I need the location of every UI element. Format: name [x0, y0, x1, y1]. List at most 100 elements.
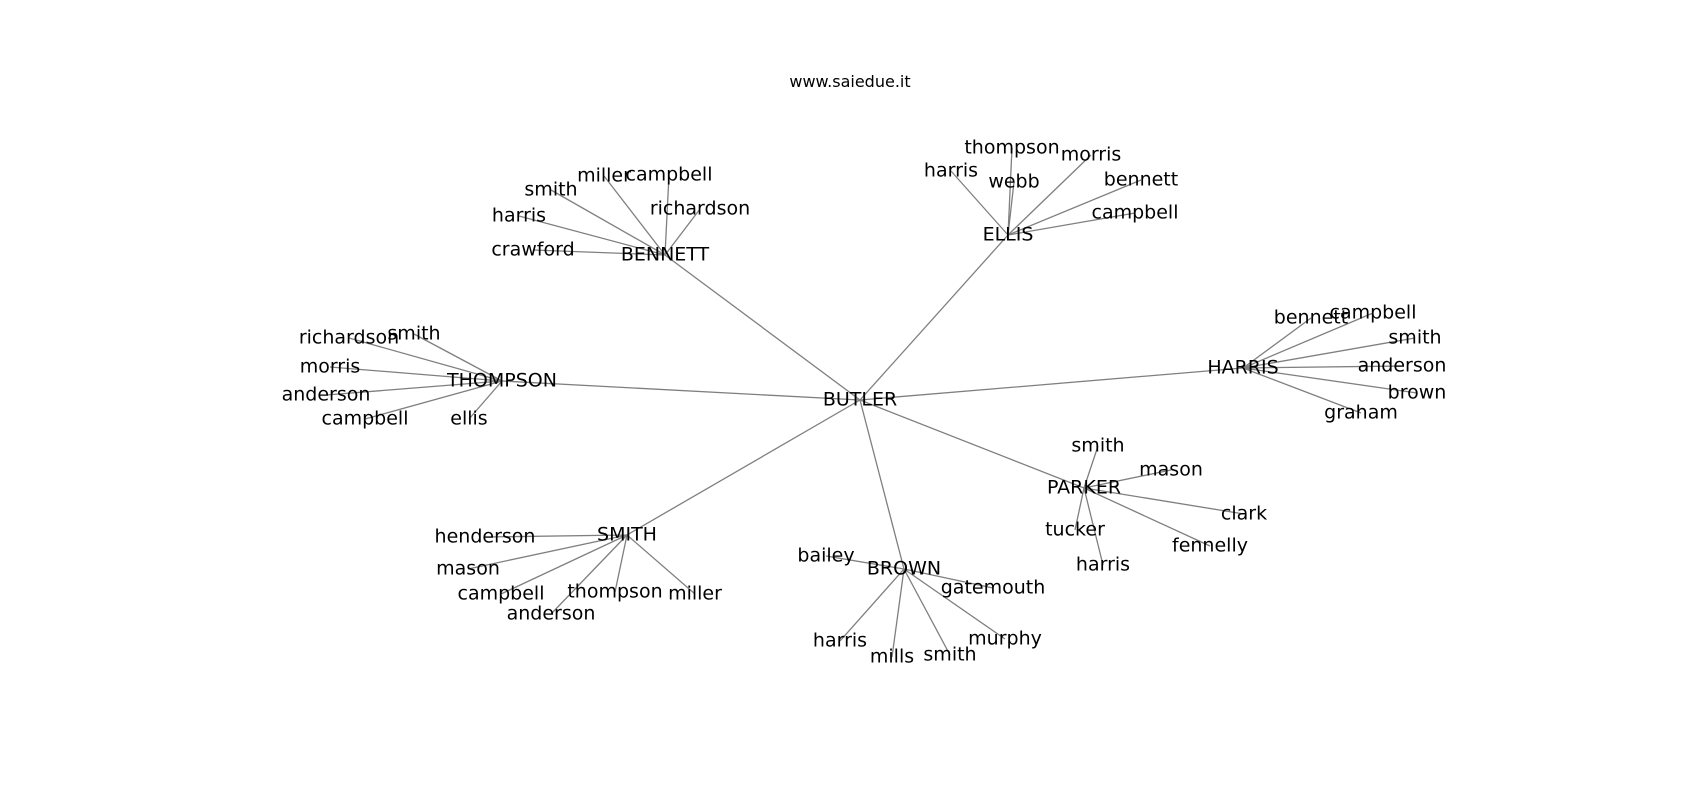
- edge-thompson-campbell: [364, 380, 503, 420]
- edge-bennett-miller: [603, 175, 666, 256]
- leaf-node-label: tucker: [1045, 519, 1105, 541]
- leaf-node-label: bailey: [797, 545, 854, 567]
- edge-thompson-anderson: [325, 380, 503, 396]
- leaf-node-label: campbell: [1330, 302, 1417, 324]
- leaf-node-label: mason: [1139, 459, 1203, 481]
- edge-smith-anderson: [550, 534, 628, 615]
- leaf-node-label: webb: [988, 171, 1039, 193]
- edge-ellis-webb: [1007, 181, 1015, 236]
- edge-smith-henderson: [484, 534, 628, 538]
- leaf-node-label: morris: [300, 356, 361, 378]
- edge-brown-murphy: [903, 568, 1006, 640]
- edge-center-parker: [859, 399, 1085, 489]
- site-url: www.saiedue.it: [789, 72, 911, 91]
- edge-brown-mills: [891, 568, 905, 658]
- edge-ellis-morris: [1007, 154, 1092, 236]
- leaf-node-label: gatemouth: [941, 577, 1046, 599]
- leaf-node-label: smith: [1388, 327, 1441, 349]
- edge-harris-bennett: [1242, 317, 1312, 369]
- edge-parker-harris: [1083, 487, 1104, 566]
- hub-node-label: BENNETT: [621, 244, 710, 266]
- leaf-node-label: fennelly: [1172, 535, 1248, 557]
- edge-thompson-richardson: [348, 337, 503, 382]
- edge-smith-mason: [467, 534, 628, 570]
- leaf-node-label: campbell: [626, 164, 713, 186]
- leaf-node-label: harris: [1076, 554, 1130, 576]
- leaf-node-label: ellis: [450, 408, 487, 430]
- leaf-node-label: anderson: [282, 384, 371, 406]
- hub-node-label: ELLIS: [983, 224, 1034, 246]
- edge-center-brown: [859, 399, 905, 570]
- edge-bennett-crawford: [532, 249, 666, 256]
- leaf-node-label: campbell: [1092, 202, 1179, 224]
- leaf-node-label: richardson: [299, 327, 399, 349]
- edge-bennett-campbell: [664, 174, 670, 256]
- edge-center-harris: [859, 367, 1244, 401]
- edge-harris-brown: [1242, 367, 1418, 394]
- leaf-node-label: smith: [524, 179, 577, 201]
- leaf-node-label: bennett: [1104, 169, 1178, 191]
- node-labels: BUTLERBENNETTcrawfordharrissmithmillerca…: [282, 137, 1447, 668]
- edge-center-bennett: [664, 254, 861, 401]
- leaf-node-label: miller: [668, 583, 722, 605]
- leaf-node-label: smith: [923, 644, 976, 666]
- leaf-node-label: harris: [492, 205, 546, 227]
- leaf-node-label: smith: [1071, 435, 1124, 457]
- leaf-node-label: graham: [1324, 402, 1398, 424]
- leaf-node-label: thompson: [567, 581, 662, 603]
- leaf-node-label: mason: [436, 558, 500, 580]
- leaf-node-label: crawford: [491, 239, 574, 261]
- edge-parker-smith: [1083, 445, 1099, 489]
- hub-node-label: PARKER: [1047, 477, 1121, 499]
- leaf-node-label: mills: [870, 646, 914, 668]
- leaf-node-label: harris: [813, 630, 867, 652]
- leaf-node-label: harris: [924, 160, 978, 182]
- edge-center-smith: [626, 399, 861, 536]
- edges: [325, 147, 1418, 658]
- edge-thompson-ellis: [468, 380, 503, 420]
- edge-harris-campbell: [1242, 312, 1374, 369]
- leaf-node-label: campbell: [458, 583, 545, 605]
- leaf-node-label: anderson: [507, 603, 596, 625]
- leaf-node-label: campbell: [322, 408, 409, 430]
- edge-smith-campbell: [500, 534, 628, 595]
- edge-parker-fennelly: [1083, 487, 1211, 547]
- edge-thompson-smith: [413, 333, 503, 382]
- edge-ellis-campbell: [1007, 212, 1136, 236]
- hub-node-label: SMITH: [597, 524, 657, 546]
- edge-ellis-harris: [950, 170, 1009, 236]
- edge-harris-anderson: [1242, 365, 1403, 369]
- leaf-node-label: richardson: [650, 198, 750, 220]
- edge-brown-harris: [839, 568, 905, 642]
- edge-harris-graham: [1242, 367, 1362, 414]
- edge-center-ellis: [859, 234, 1009, 401]
- leaf-node-label: smith: [387, 323, 440, 345]
- edge-thompson-morris: [329, 366, 503, 382]
- edge-harris-smith: [1242, 337, 1416, 369]
- edge-ellis-bennett: [1007, 179, 1142, 236]
- leaf-node-label: clark: [1221, 503, 1267, 525]
- edge-brown-bailey: [825, 555, 905, 570]
- edge-bennett-smith: [550, 189, 666, 256]
- leaf-node-label: thompson: [964, 137, 1059, 159]
- leaf-node-label: henderson: [435, 526, 536, 548]
- edge-brown-gatemouth: [903, 568, 994, 589]
- edge-brown-smith: [903, 568, 951, 656]
- edge-center-thompson: [501, 380, 861, 401]
- leaf-node-label: brown: [1388, 382, 1447, 404]
- edge-parker-mason: [1083, 469, 1172, 489]
- leaf-node-label: anderson: [1358, 355, 1447, 377]
- leaf-node-label: murphy: [968, 628, 1042, 650]
- center-node-label: BUTLER: [823, 389, 897, 411]
- leaf-node-label: morris: [1061, 144, 1122, 166]
- edge-bennett-richardson: [664, 208, 701, 256]
- edge-smith-miller: [626, 534, 696, 595]
- leaf-node-label: miller: [577, 165, 631, 187]
- hub-node-label: THOMPSON: [446, 370, 557, 392]
- edge-parker-tucker: [1074, 487, 1085, 531]
- edge-bennett-harris: [518, 215, 666, 256]
- hub-node-label: HARRIS: [1207, 357, 1278, 379]
- edge-parker-clark: [1083, 487, 1245, 515]
- edge-smith-thompson: [614, 534, 628, 593]
